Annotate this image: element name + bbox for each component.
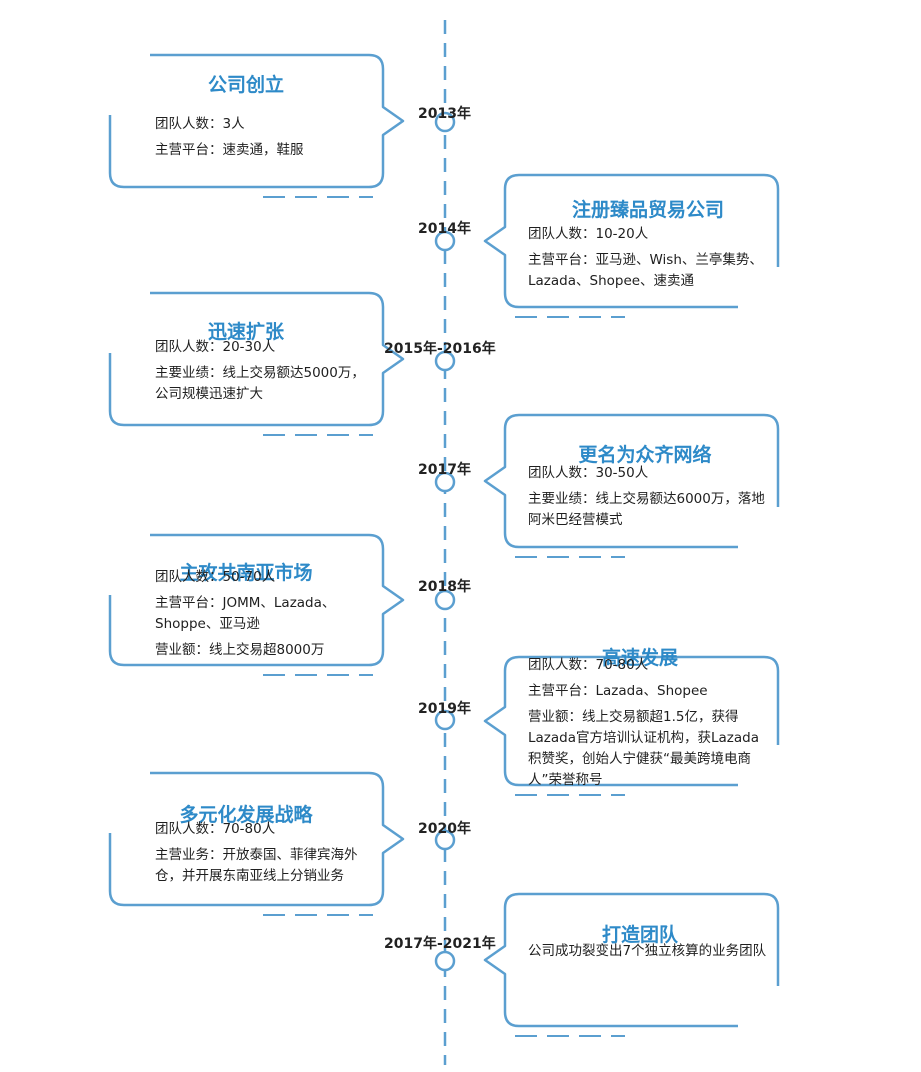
milestone-bracket: [483, 413, 780, 549]
milestone-title: 注册臻品贸易公司: [571, 199, 725, 221]
milestone-details: 公司成功裂变出7个独立核算的业务团队: [528, 941, 768, 967]
milestone-bracket: [108, 291, 405, 427]
timeline-node: [434, 230, 456, 252]
milestone-detail-line: 团队人数：20-30人: [155, 339, 276, 355]
milestone-detail-line: 团队人数：70-80人: [155, 821, 276, 837]
timeline-node: [434, 589, 456, 611]
milestone-year: 2020年: [418, 821, 471, 837]
timeline-node: [434, 709, 456, 731]
milestone-bracket: [108, 533, 405, 667]
milestone-details: 团队人数：70-80人主营平台：Lazada、Shopee 营业额：线上交易额超1…: [528, 655, 768, 796]
milestone-bracket: [108, 53, 405, 189]
timeline-node: [434, 111, 456, 133]
milestone-title: 公司创立: [207, 74, 285, 96]
milestone-details: 团队人数：70-80人主营业务：开放泰国、菲律宾海外仓，并开展东南亚线上分销业务: [155, 819, 375, 892]
timeline-node: [434, 950, 456, 972]
milestone-title: 打造团队: [601, 924, 679, 946]
milestone-year: 2017年: [418, 462, 471, 478]
milestone-title: 高速发展: [601, 647, 679, 669]
milestone-year: 2017年-2021年: [384, 936, 496, 952]
milestone-year: 2014年: [418, 221, 471, 237]
milestone-detail-line: 团队人数：10-20人: [528, 226, 649, 242]
milestone-detail-line: 团队人数：50-70人: [155, 569, 276, 585]
milestone-details: 团队人数：20-30人主要业绩：线上交易额达5000万，公司规模迅速扩大: [155, 337, 375, 410]
milestone-title: 更名为众齐网络: [578, 444, 712, 466]
timeline-node: [434, 350, 456, 372]
milestone-bracket: [108, 771, 405, 907]
milestone-detail-line: 主营平台：JOMM、Lazada、Shoppe、亚马逊: [155, 595, 336, 632]
milestone-detail-line: 营业额：线上交易超8000万: [155, 642, 325, 658]
milestone-detail-line: 团队人数：3人: [155, 116, 245, 132]
timeline-node: [434, 471, 456, 493]
milestone-details: 团队人数：10-20人主营平台：亚马逊、Wish、兰亭集势、Lazada、Sho…: [528, 224, 768, 297]
milestone-title: 主攻共南亚市场: [179, 562, 313, 584]
milestone-detail-line: 团队人数：70-80人: [528, 657, 649, 673]
milestone-detail-line: 主营平台：速卖通，鞋服: [155, 142, 304, 158]
milestone-bracket: [483, 655, 780, 787]
milestone-detail-line: 主营业务：开放泰国、菲律宾海外仓，并开展东南亚线上分销业务: [155, 847, 358, 884]
milestone-details: 团队人数：30-50人主要业绩：线上交易额达6000万，落地阿米巴经营模式: [528, 463, 768, 536]
milestone-detail-line: 主要业绩：线上交易额达5000万，公司规模迅速扩大: [155, 365, 365, 402]
milestone-bracket: [483, 892, 780, 1028]
milestone-detail-line: 主营平台：亚马逊、Wish、兰亭集势、Lazada、Shopee、速卖通: [528, 252, 763, 289]
milestone-year: 2013年: [418, 106, 471, 122]
timeline-node: [434, 829, 456, 851]
milestone-detail-line: 营业额：线上交易额超1.5亿，获得Lazada官方培训认证机构，获Lazada积…: [528, 709, 759, 788]
milestone-year: 2019年: [418, 701, 471, 717]
milestone-detail-line: 团队人数：30-50人: [528, 465, 649, 481]
milestone-title: 迅速扩张: [207, 321, 285, 343]
milestone-bracket: [483, 173, 780, 309]
milestone-year: 2015年-2016年: [384, 341, 496, 357]
milestone-detail-line: 主营平台：Lazada、Shopee: [528, 683, 708, 699]
milestone-detail-line: 主要业绩：线上交易额达6000万，落地阿米巴经营模式: [528, 491, 765, 528]
milestone-details: 团队人数：3人主营平台：速卖通，鞋服: [155, 114, 375, 166]
milestone-title: 多元化发展战略: [179, 804, 313, 826]
milestone-year: 2018年: [418, 579, 471, 595]
milestone-details: 团队人数：50-70人主营平台：JOMM、Lazada、Shoppe、亚马逊营业…: [155, 567, 375, 666]
milestone-detail-line: 公司成功裂变出7个独立核算的业务团队: [528, 943, 767, 959]
